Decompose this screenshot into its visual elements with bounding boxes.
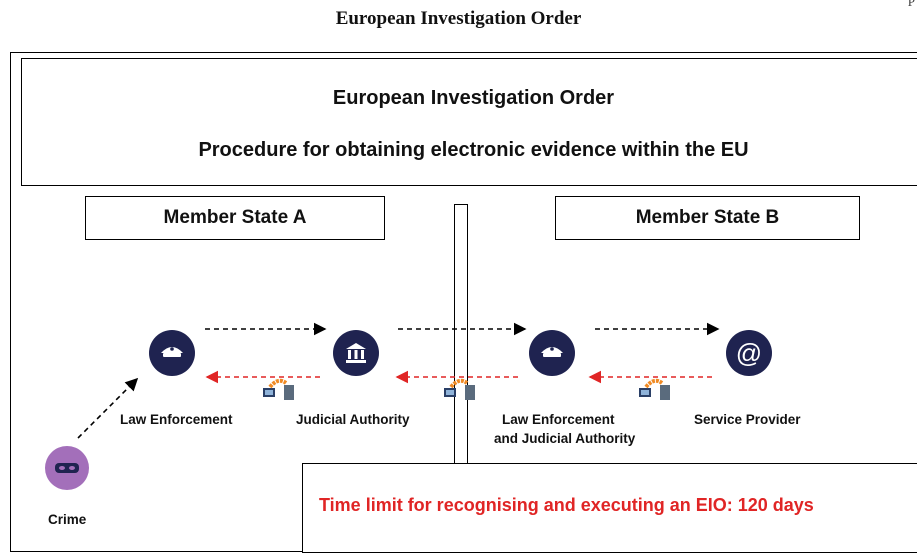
time-limit-text: Time limit for recognising and executing… — [319, 495, 814, 515]
judicial-authority-node — [333, 330, 379, 376]
law-enforcement-label: Law Enforcement — [120, 412, 233, 427]
service-provider-label: Service Provider — [694, 412, 801, 427]
law-enforcement-judicial-label: Law Enforcement and Judicial Authority — [494, 410, 635, 448]
crime-arrow — [77, 377, 139, 439]
police-cap-icon — [541, 347, 563, 357]
data-transfer-icon — [639, 378, 670, 400]
law-enforcement-judicial-label-line1: Law Enforcement — [502, 412, 615, 427]
flow-arrows — [77, 322, 720, 439]
data-transfer-icon — [444, 378, 475, 400]
member-state-b-box: Member State B — [555, 196, 860, 240]
police-cap-icon — [161, 347, 183, 357]
time-limit-box: Time limit for recognising and executing… — [302, 463, 917, 553]
diagram-title: European Investigation Order — [332, 87, 615, 109]
courthouse-icon — [346, 343, 366, 363]
data-transfer-icon — [263, 378, 294, 400]
law-enforcement-node — [149, 330, 195, 376]
crime-node — [45, 446, 89, 490]
title-box: European Investigation Order Procedure f… — [21, 58, 917, 186]
diagram-subtitle: Procedure for obtaining electronic evide… — [198, 139, 749, 161]
crime-label: Crime — [48, 512, 87, 527]
page-header: European Investigation Order — [335, 8, 582, 29]
law-enforcement-judicial-node — [529, 330, 575, 376]
law-enforcement-judicial-label-line2: and Judicial Authority — [494, 431, 636, 446]
member-state-a-box: Member State A — [85, 196, 385, 240]
at-sign-icon: @ — [735, 338, 763, 368]
judicial-authority-label: Judicial Authority — [296, 412, 410, 427]
service-provider-node: @ — [726, 330, 772, 376]
masked-face-icon — [55, 463, 79, 473]
page-number-fragment: P — [907, 0, 915, 9]
